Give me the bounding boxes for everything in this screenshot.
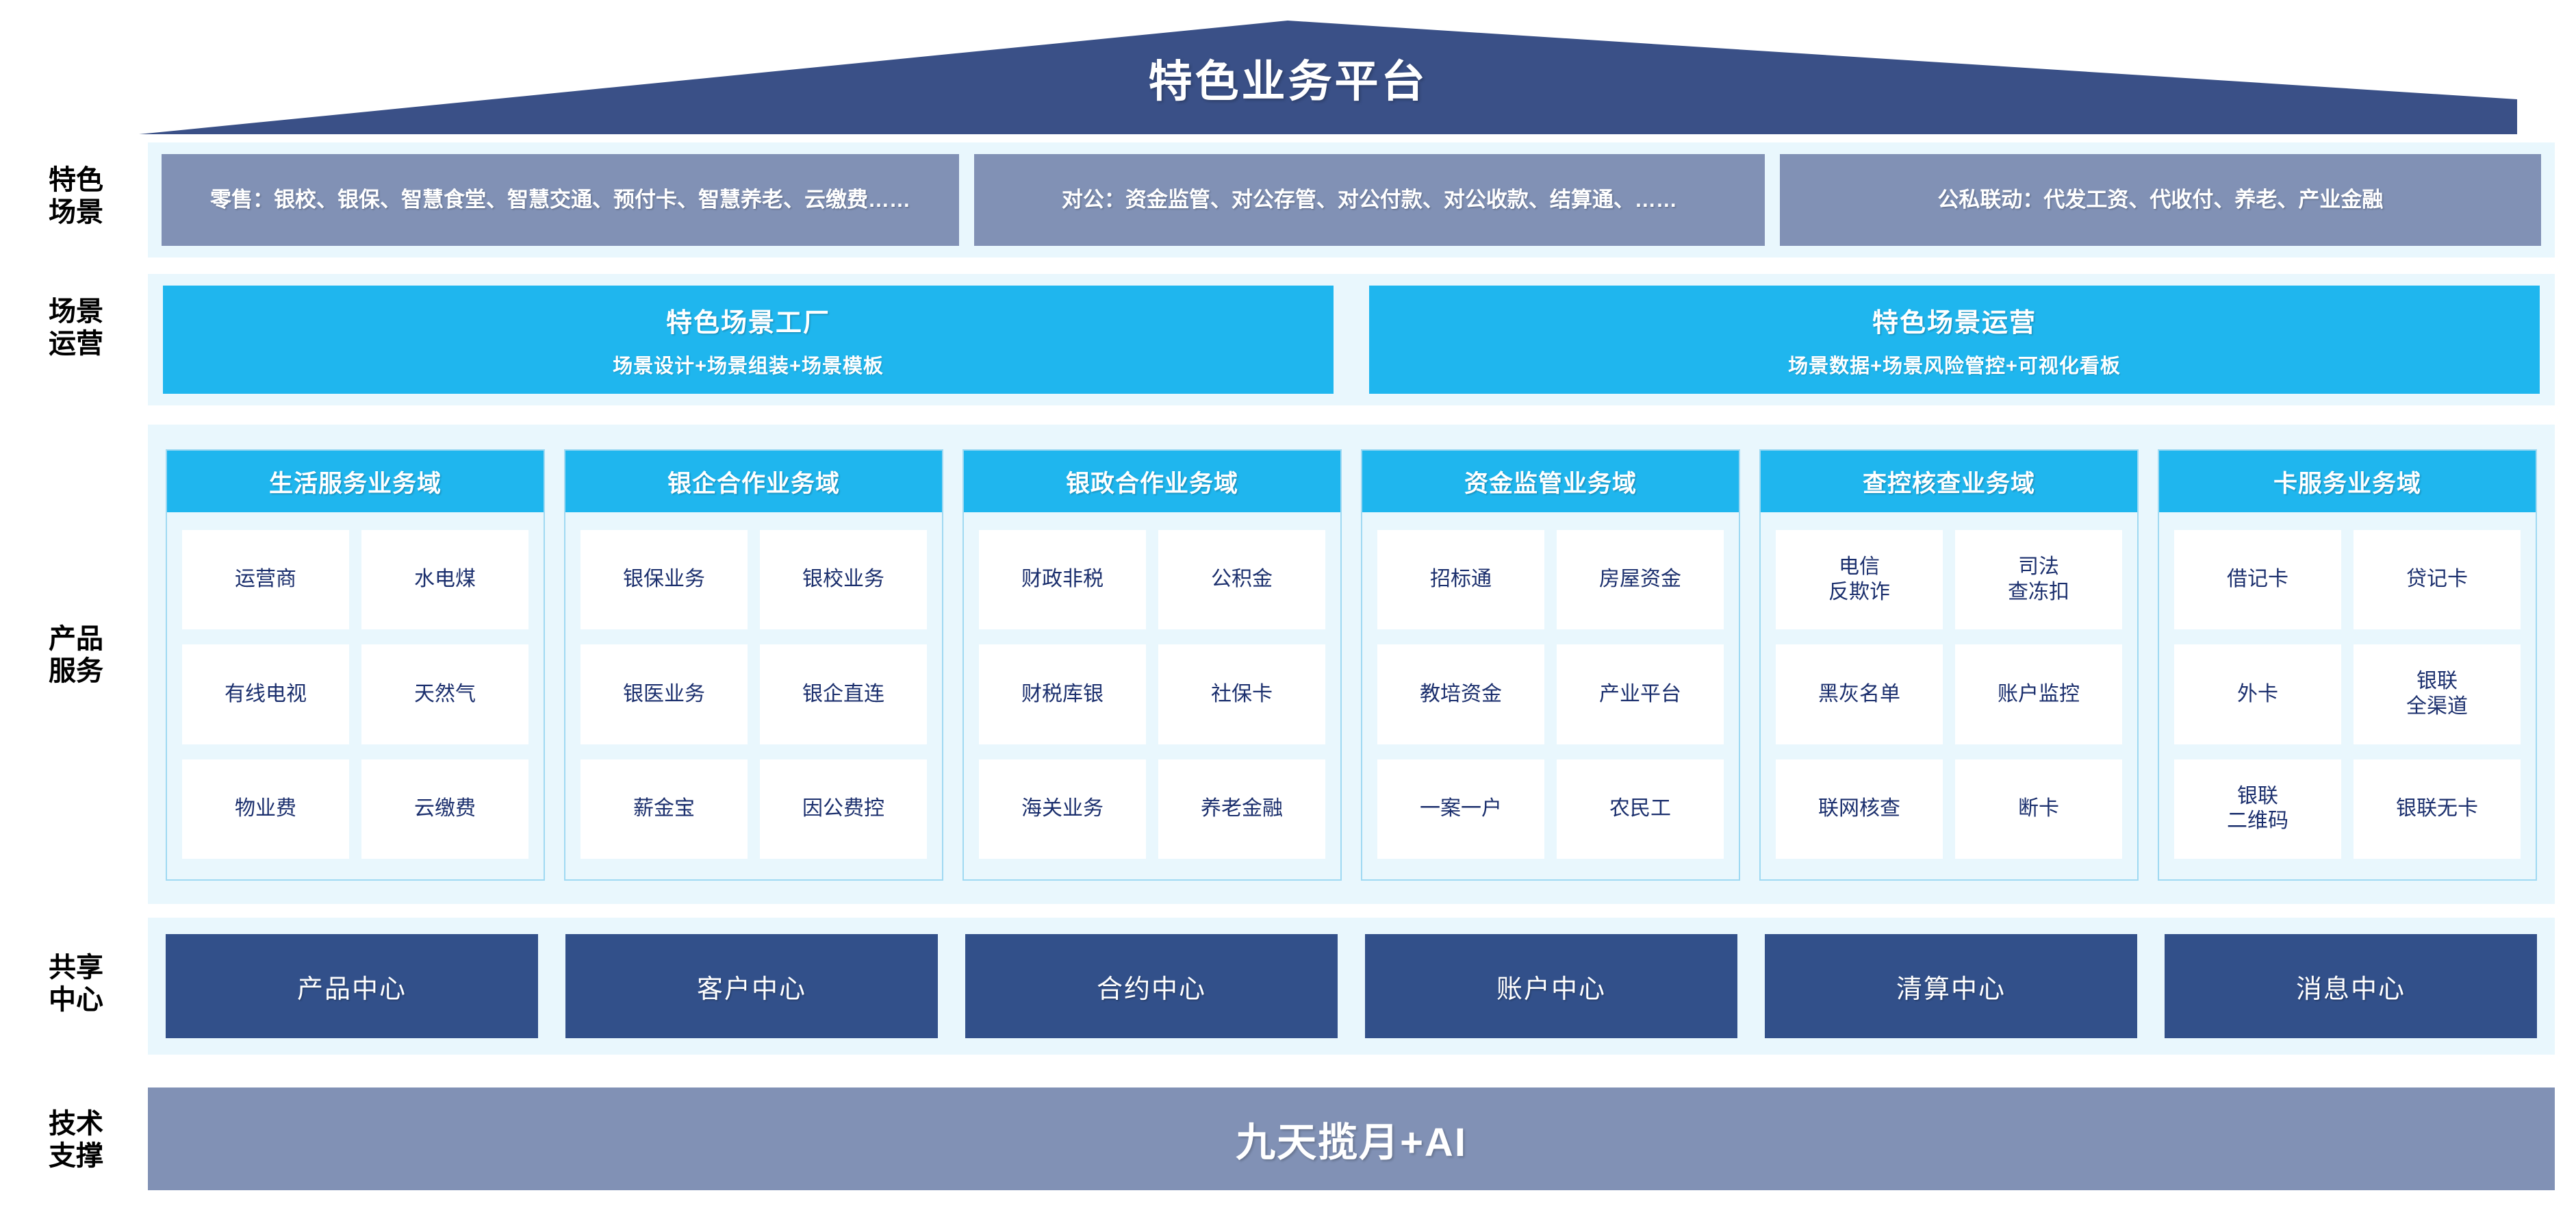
platform-header-banner: 特色业务平台	[0, 7, 2576, 144]
operation-title: 特色场景运营	[1872, 308, 2037, 338]
shared-center-account[interactable]: 账户中心	[1365, 934, 1737, 1038]
product-column-title: 银政合作业务域	[964, 451, 1340, 512]
product-cell[interactable]: 社保卡	[1158, 644, 1325, 744]
shared-center-product[interactable]: 产品中心	[166, 934, 538, 1038]
product-cell-grid: 财政非税 公积金 财税库银 社保卡 海关业务 养老金融	[964, 512, 1340, 879]
product-cell[interactable]: 银医业务	[581, 644, 748, 744]
row-label-tech: 技术 支撑	[49, 1109, 103, 1172]
product-cell[interactable]: 银联 二维码	[2174, 759, 2341, 859]
product-cell[interactable]: 贷记卡	[2354, 530, 2521, 630]
product-cell[interactable]: 财政非税	[979, 530, 1146, 630]
product-cell[interactable]: 账户监控	[1955, 644, 2122, 744]
scenario-box-linkage[interactable]: 公私联动：代发工资、代收付、养老、产业金融	[1779, 154, 2541, 246]
scenario-box-retail[interactable]: 零售：银校、银保、智慧食堂、智慧交通、预付卡、智慧养老、云缴费……	[162, 154, 960, 246]
row-label-operation: 场景 运营	[49, 297, 103, 360]
product-cell[interactable]: 因公费控	[760, 759, 927, 859]
row-label-product: 产品 服务	[49, 624, 103, 687]
product-cell-grid: 招标通 房屋资金 教培资金 产业平台 一案一户 农民工	[1362, 512, 1739, 879]
operation-band: 特色场景工厂 场景设计+场景组装+场景模板 特色场景运营 场景数据+场景风险管控…	[148, 274, 2555, 405]
product-cell[interactable]: 薪金宝	[581, 759, 748, 859]
banner-shape-icon	[139, 21, 2517, 134]
product-column-bank-enterprise: 银企合作业务域 银保业务 银校业务 银医业务 银企直连 薪金宝 因公费控	[564, 449, 943, 881]
product-cell[interactable]: 招标通	[1377, 530, 1544, 630]
product-cell[interactable]: 房屋资金	[1557, 530, 1724, 630]
product-column-title: 银企合作业务域	[565, 451, 942, 512]
product-column-title: 卡服务业务域	[2159, 451, 2536, 512]
product-cell[interactable]: 司法 查冻扣	[1955, 530, 2122, 630]
tech-support-band: 九天揽月+AI	[148, 1088, 2555, 1190]
product-band: 生活服务业务域 运营商 水电煤 有线电视 天然气 物业费 云缴费 银企合作业务域…	[148, 425, 2555, 904]
operation-box-scene-operation[interactable]: 特色场景运营 场景数据+场景风险管控+可视化看板	[1369, 286, 2540, 394]
scenario-band: 零售：银校、银保、智慧食堂、智慧交通、预付卡、智慧养老、云缴费…… 对公：资金监…	[148, 142, 2555, 257]
product-cell[interactable]: 海关业务	[979, 759, 1146, 859]
product-cell[interactable]: 有线电视	[182, 644, 349, 744]
product-cell[interactable]: 银联 全渠道	[2354, 644, 2521, 744]
product-cell-grid: 借记卡 贷记卡 外卡 银联 全渠道 银联 二维码 银联无卡	[2159, 512, 2536, 879]
product-cell[interactable]: 养老金融	[1158, 759, 1325, 859]
product-cell[interactable]: 财税库银	[979, 644, 1146, 744]
product-cell[interactable]: 运营商	[182, 530, 349, 630]
product-column-investigation: 查控核查业务域 电信 反欺诈 司法 查冻扣 黑灰名单 账户监控 联网核查 断卡	[1759, 449, 2139, 881]
product-cell[interactable]: 借记卡	[2174, 530, 2341, 630]
product-cell[interactable]: 教培资金	[1377, 644, 1544, 744]
row-label-shared: 共享 中心	[49, 953, 103, 1016]
shared-center-customer[interactable]: 客户中心	[565, 934, 938, 1038]
shared-center-band: 产品中心 客户中心 合约中心 账户中心 清算中心 消息中心	[148, 918, 2555, 1055]
product-column-bank-government: 银政合作业务域 财政非税 公积金 财税库银 社保卡 海关业务 养老金融	[962, 449, 1342, 881]
product-column-title: 生活服务业务域	[167, 451, 544, 512]
shared-center-message[interactable]: 消息中心	[2165, 934, 2537, 1038]
product-cell[interactable]: 银保业务	[581, 530, 748, 630]
product-cell[interactable]: 农民工	[1557, 759, 1724, 859]
scenario-box-corporate[interactable]: 对公：资金监管、对公存管、对公付款、对公收款、结算通、……	[974, 154, 1765, 246]
operation-subtitle: 场景设计+场景组装+场景模板	[613, 355, 884, 377]
product-cell[interactable]: 一案一户	[1377, 759, 1544, 859]
product-cell[interactable]: 银企直连	[760, 644, 927, 744]
product-cell[interactable]: 黑灰名单	[1776, 644, 1943, 744]
product-column-life-service: 生活服务业务域 运营商 水电煤 有线电视 天然气 物业费 云缴费	[166, 449, 545, 881]
product-column-title: 资金监管业务域	[1362, 451, 1739, 512]
product-cell[interactable]: 云缴费	[361, 759, 528, 859]
operation-title: 特色场景工厂	[665, 308, 830, 338]
shared-center-contract[interactable]: 合约中心	[965, 934, 1338, 1038]
product-cell-grid: 运营商 水电煤 有线电视 天然气 物业费 云缴费	[167, 512, 544, 879]
operation-subtitle: 场景数据+场景风险管控+可视化看板	[1788, 355, 2121, 377]
product-cell[interactable]: 电信 反欺诈	[1776, 530, 1943, 630]
product-cell-grid: 电信 反欺诈 司法 查冻扣 黑灰名单 账户监控 联网核查 断卡	[1761, 512, 2137, 879]
product-column-fund-supervision: 资金监管业务域 招标通 房屋资金 教培资金 产业平台 一案一户 农民工	[1361, 449, 1740, 881]
product-column-title: 查控核查业务域	[1761, 451, 2137, 512]
page-title: 特色业务平台	[1148, 57, 1428, 106]
product-cell[interactable]: 银联无卡	[2354, 759, 2521, 859]
shared-center-clearing[interactable]: 清算中心	[1765, 934, 2137, 1038]
product-cell[interactable]: 物业费	[182, 759, 349, 859]
operation-box-scene-factory[interactable]: 特色场景工厂 场景设计+场景组装+场景模板	[163, 286, 1334, 394]
product-cell[interactable]: 外卡	[2174, 644, 2341, 744]
product-column-card-service: 卡服务业务域 借记卡 贷记卡 外卡 银联 全渠道 银联 二维码 银联无卡	[2158, 449, 2537, 881]
tech-support-title: 九天揽月+AI	[1236, 1120, 1467, 1165]
product-cell[interactable]: 产业平台	[1557, 644, 1724, 744]
product-cell[interactable]: 联网核查	[1776, 759, 1943, 859]
product-cell[interactable]: 银校业务	[760, 530, 927, 630]
product-cell-grid: 银保业务 银校业务 银医业务 银企直连 薪金宝 因公费控	[565, 512, 942, 879]
product-cell[interactable]: 天然气	[361, 644, 528, 744]
product-cell[interactable]: 断卡	[1955, 759, 2122, 859]
product-cell[interactable]: 公积金	[1158, 530, 1325, 630]
row-label-scenario: 特色 场景	[49, 165, 103, 228]
product-cell[interactable]: 水电煤	[361, 530, 528, 630]
